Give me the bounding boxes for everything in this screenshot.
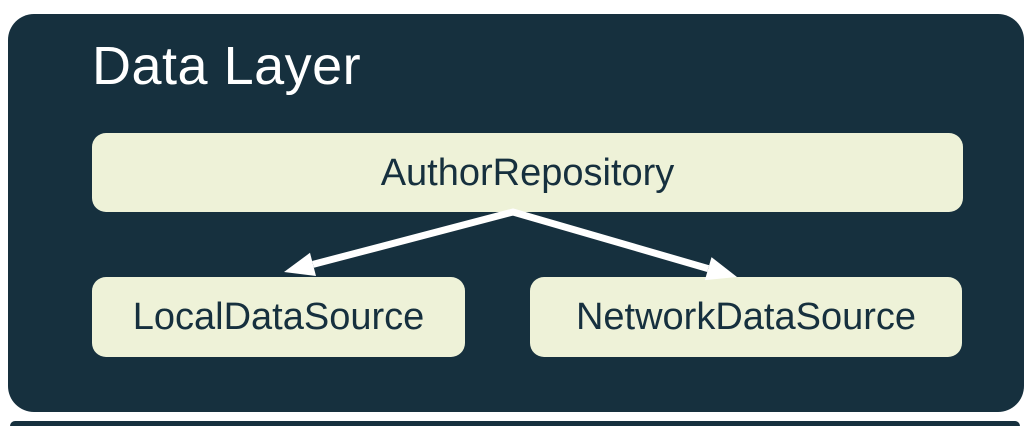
node-local-data-source-label: LocalDataSource: [132, 296, 425, 338]
cropped-next-panel-top-edge: [10, 421, 1020, 426]
node-network-data-source-label: NetworkDataSource: [575, 296, 917, 338]
node-author-repository: AuthorRepository: [92, 133, 963, 212]
arrowhead-to-local-icon: [284, 252, 316, 276]
data-layer-panel: Data Layer AuthorRepository LocalDataSou…: [8, 14, 1024, 412]
panel-title: Data Layer: [92, 36, 362, 96]
node-network-data-source: NetworkDataSource: [530, 277, 962, 357]
arrow-shafts: [312, 208, 710, 272]
node-author-repository-label: AuthorRepository: [380, 151, 675, 194]
node-local-data-source: LocalDataSource: [92, 277, 465, 357]
